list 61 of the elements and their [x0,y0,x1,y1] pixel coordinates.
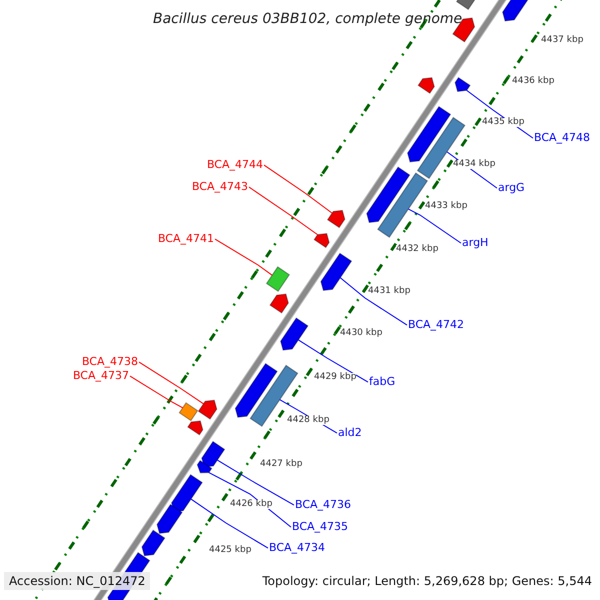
gene-block [314,233,330,248]
accession-text: Accession: NC_012472 [4,572,150,590]
leader-line [208,472,292,528]
position-label: 4436 kbp [512,76,554,86]
position-label: 4426 kbp [230,500,272,508]
gene-block [280,317,309,351]
position-label: 4430 kbp [340,328,382,338]
gene-block [196,460,212,474]
leader-line [408,208,462,244]
gene-label: BCA_4735 [292,520,348,532]
gene-block [171,474,203,512]
position-label: 4433 kbp [425,202,468,210]
gene-block [141,530,166,556]
title: Bacillus cereus 03BB102, complete genome [153,12,462,26]
gene-block [456,0,478,10]
gene-label: argH [462,236,488,248]
gene-block [320,252,352,291]
position-label: 4434 kbp [453,160,496,168]
gene-label: BCA_4737 [72,370,129,380]
gene-block [269,294,289,314]
gene-label: BCA_4744 [206,158,263,170]
gene-block [454,76,471,92]
gene-block [326,210,346,228]
gene-block [201,440,226,468]
gene-block [198,400,218,420]
leader-line [216,460,294,506]
gene-label: BCA_4748 [534,132,590,142]
genome-summary-text: Topology: circular; Length: 5,269,628 bp; Genes: 5,544 [262,575,592,587]
position-label: 4432 kbp [396,244,438,254]
position-label: 4427 kbp [260,460,302,468]
gene-block [407,106,452,162]
gene-block [266,266,290,292]
leader-line [138,362,204,404]
gene-block [234,362,278,418]
leader-line [248,186,318,236]
position-label: 4428 kbp [287,416,330,424]
gene-block [156,504,183,534]
position-label: 4431 kbp [368,286,410,296]
gene-label: BCA_4743 [192,180,248,192]
leader-line [190,498,268,549]
position-label: 4435 kbp [482,118,524,126]
gene-label: argG [498,182,525,192]
position-label: 4429 kbp [314,372,356,382]
gene-label: BCA_4742 [408,318,464,330]
gene-block [418,77,435,94]
gene-label: ald2 [338,426,362,438]
position-label: 4425 kbp [209,546,252,554]
leader-line [340,277,408,326]
gene-label: fabG [369,376,396,386]
leader-line [214,238,273,276]
gene-label: BCA_4736 [295,498,352,510]
position-label: 4437 kbp [541,36,584,44]
gene-label: BCA_4734 [269,542,326,552]
gene-block [178,402,198,422]
gene-block [187,420,204,436]
leader-line [264,164,333,214]
gene-label: BCA_4741 [158,232,214,244]
leader-line [130,376,184,408]
gene-block [366,166,410,223]
leader-line [298,339,368,383]
gene-label: BCA_4738 [82,356,138,366]
